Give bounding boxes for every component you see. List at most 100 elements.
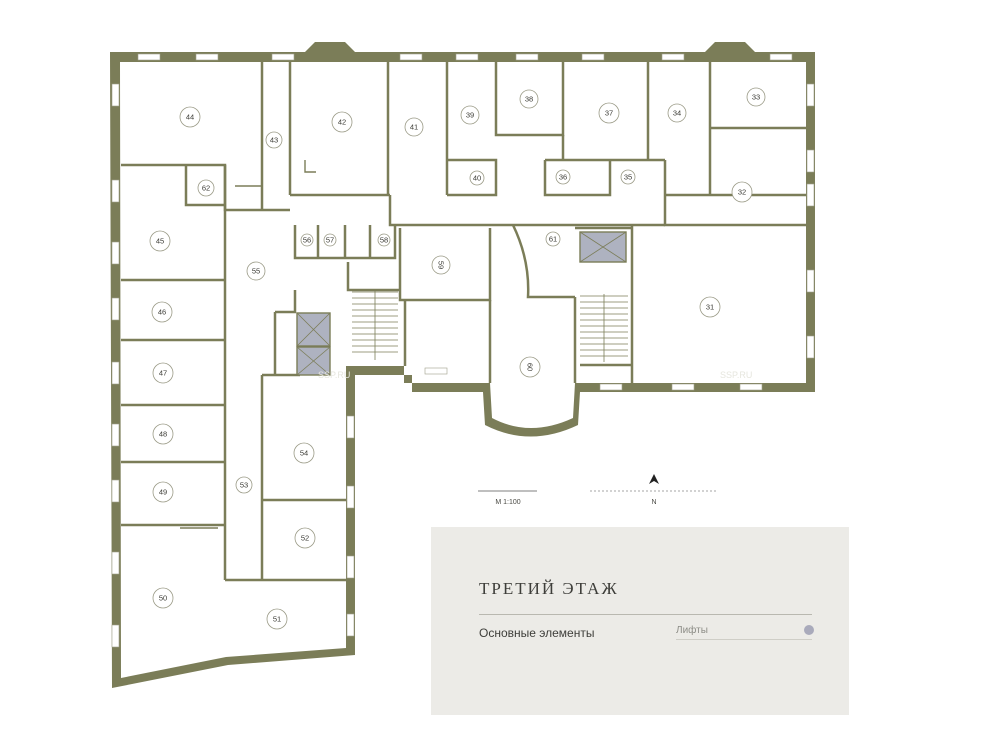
room-53: 53	[235, 476, 253, 494]
legend-lifts-underline	[676, 639, 812, 640]
room-number: 56	[303, 236, 311, 245]
room-marker-circle	[323, 233, 337, 247]
room-marker-circle	[197, 179, 215, 197]
room-33: 33	[746, 87, 766, 107]
room-45: 45	[149, 230, 171, 252]
room-marker-circle	[266, 608, 288, 630]
room-number: 39	[466, 111, 474, 120]
room-marker-circle	[149, 230, 171, 252]
room-43: 43	[265, 131, 283, 149]
room-57: 57	[323, 233, 337, 247]
watermark: SSP.RU	[318, 370, 350, 380]
room-35: 35	[620, 169, 636, 185]
room-39: 39	[460, 105, 480, 125]
room-38: 38	[519, 89, 539, 109]
room-number: 59	[437, 261, 446, 269]
room-number: 58	[380, 236, 388, 245]
room-59: 59	[431, 255, 451, 275]
legend-divider	[479, 614, 812, 615]
room-number: 38	[525, 95, 533, 104]
room-number: 61	[549, 235, 557, 244]
legend-panel: ТРЕТИЙ ЭТАЖ Основные элементы Лифты	[431, 527, 849, 715]
room-number: 60	[526, 363, 535, 371]
room-marker-circle	[746, 87, 766, 107]
room-marker-circle	[246, 261, 266, 281]
room-number: 53	[240, 481, 248, 490]
room-number: 52	[301, 534, 309, 543]
room-number: 48	[159, 430, 167, 439]
room-marker-circle	[179, 106, 201, 128]
room-marker-circle	[294, 527, 316, 549]
room-number: 35	[624, 173, 632, 182]
north-label: N	[651, 499, 656, 506]
room-55: 55	[246, 261, 266, 281]
room-marker-circle	[731, 181, 753, 203]
stairs-west	[352, 290, 398, 360]
room-marker-circle	[545, 231, 561, 247]
room-number: 43	[270, 136, 278, 145]
room-marker-circle	[151, 301, 173, 323]
room-marker-circle	[265, 131, 283, 149]
floor-title: ТРЕТИЙ ЭТАЖ	[479, 579, 619, 598]
room-36: 36	[555, 169, 571, 185]
legend-lifts-label: Лифты	[676, 625, 708, 636]
room-marker-circle	[293, 442, 315, 464]
room-51: 51	[266, 608, 288, 630]
room-40: 40	[469, 170, 485, 186]
north-arrow-icon	[649, 474, 659, 484]
windows	[111, 53, 815, 648]
legend-elements-label: Основные элементы	[479, 626, 595, 640]
room-marker-circle	[667, 103, 687, 123]
room-60: 60	[519, 356, 541, 378]
room-number: 36	[559, 173, 567, 182]
room-number: 50	[159, 594, 167, 603]
room-number: 45	[156, 237, 164, 246]
room-marker-circle	[377, 233, 391, 247]
room-50: 50	[152, 587, 174, 609]
room-49: 49	[152, 481, 174, 503]
room-52: 52	[294, 527, 316, 549]
watermark: SSP.RU	[720, 370, 752, 380]
room-61: 61	[545, 231, 561, 247]
room-marker-circle	[331, 111, 353, 133]
room-number: 55	[252, 267, 260, 276]
room-54: 54	[293, 442, 315, 464]
scale-bar: М 1:100	[478, 490, 537, 506]
scale-label: М 1:100	[495, 499, 520, 506]
stairs-east	[580, 294, 628, 362]
room-marker-circle	[152, 362, 174, 384]
room-number: 34	[673, 109, 681, 118]
room-number: 62	[202, 184, 210, 193]
room-number: 31	[706, 303, 714, 312]
room-number: 37	[605, 109, 613, 118]
lift-legend-dot-icon	[804, 625, 814, 635]
room-31: 31	[699, 296, 721, 318]
room-marker-circle	[300, 233, 314, 247]
room-number: 41	[410, 123, 418, 132]
room-37: 37	[598, 102, 620, 124]
room-32: 32	[731, 181, 753, 203]
room-marker-circle	[235, 476, 253, 494]
room-marker-circle	[404, 117, 424, 137]
room-marker-circle	[152, 587, 174, 609]
interior-walls	[121, 62, 806, 582]
room-number: 46	[158, 308, 166, 317]
room-marker-circle	[460, 105, 480, 125]
room-number: 40	[473, 174, 481, 183]
room-marker-circle	[555, 169, 571, 185]
room-62: 62	[197, 179, 215, 197]
room-47: 47	[152, 362, 174, 384]
room-34: 34	[667, 103, 687, 123]
room-56: 56	[300, 233, 314, 247]
room-marker-circle	[519, 356, 541, 378]
room-marker-circle	[620, 169, 636, 185]
room-marker-circle	[152, 481, 174, 503]
north-indicator: N	[590, 474, 718, 506]
room-marker-circle	[469, 170, 485, 186]
room-44: 44	[179, 106, 201, 128]
room-marker-circle	[699, 296, 721, 318]
room-number: 33	[752, 93, 760, 102]
lifts	[296, 231, 627, 376]
